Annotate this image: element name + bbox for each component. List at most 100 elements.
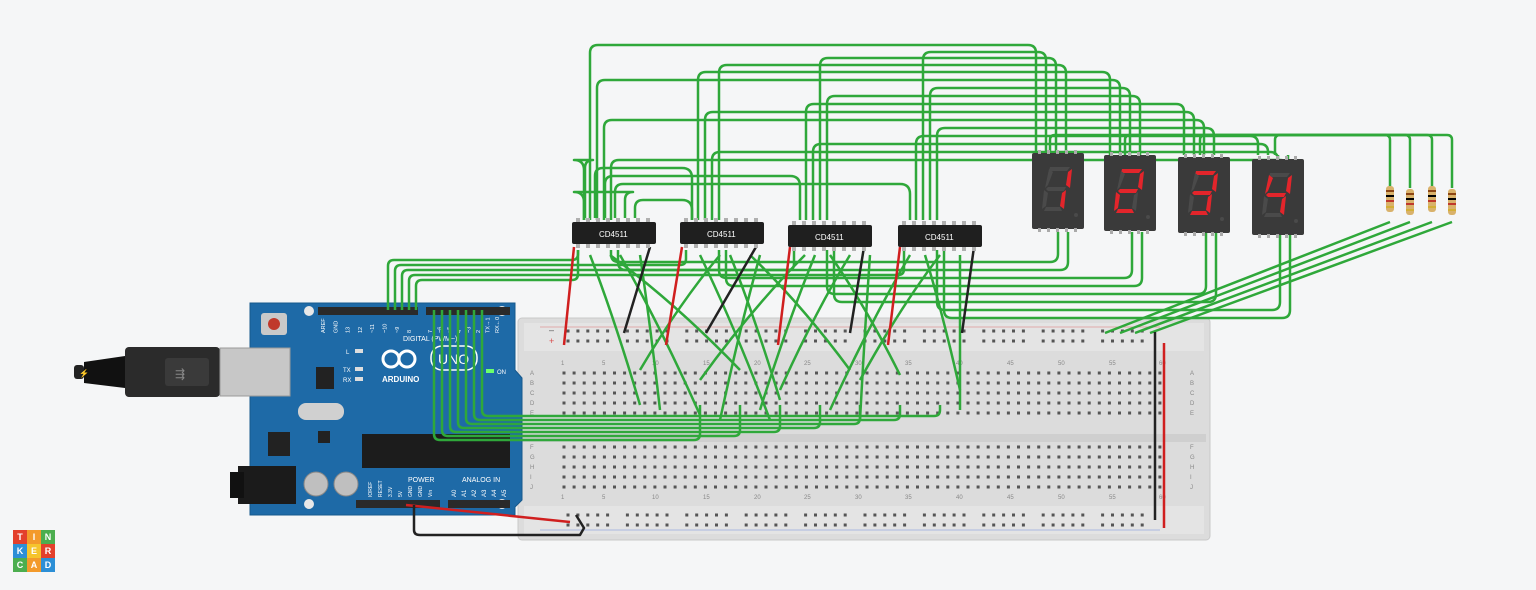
resistor[interactable] — [1386, 186, 1394, 212]
seven-segment-display[interactable]: 2 — [1104, 152, 1156, 246]
power-wire[interactable] — [664, 246, 684, 346]
wire[interactable] — [758, 254, 817, 411]
wire[interactable] — [1134, 220, 1433, 335]
wire[interactable] — [858, 254, 941, 381]
wire[interactable] — [633, 198, 694, 220]
pin-label: A2 — [472, 489, 478, 497]
wire[interactable] — [749, 254, 852, 371]
wire[interactable] — [588, 43, 1038, 220]
wire[interactable] — [1273, 133, 1454, 188]
pin-label: GND — [408, 486, 414, 498]
cd4511-chip[interactable]: CD4511 — [572, 218, 656, 248]
wire[interactable] — [728, 254, 782, 401]
pin-label: A4 — [492, 489, 498, 497]
wire[interactable] — [618, 254, 702, 416]
tinkercad-logo[interactable]: T I N K E R C A D — [13, 530, 55, 572]
cd4511-chip[interactable]: CD4511 — [680, 218, 764, 248]
wire[interactable] — [595, 78, 1122, 220]
segment — [1045, 169, 1053, 188]
wire[interactable] — [572, 158, 595, 220]
wire[interactable] — [718, 254, 762, 421]
ic-layer: CD4511 CD4511 CD4511 CD4511 — [572, 218, 982, 251]
power-wire[interactable] — [405, 503, 571, 524]
seven-segment-display[interactable]: 4 — [1252, 156, 1304, 250]
pin-label: 12 — [358, 327, 364, 333]
seven-segment-display[interactable]: 3 — [1178, 154, 1230, 248]
wire[interactable] — [703, 110, 1196, 220]
pin-label: ~9 — [395, 327, 401, 333]
segment — [1138, 171, 1144, 190]
col-label: 5 — [602, 495, 606, 501]
pin-label: A0 — [452, 489, 458, 497]
wire[interactable] — [825, 94, 1142, 220]
wires[interactable] — [386, 43, 1454, 537]
logo-letter: D — [41, 558, 55, 572]
wire[interactable] — [407, 250, 906, 310]
segment — [1066, 169, 1072, 188]
wire[interactable] — [717, 63, 1068, 220]
arduino-board[interactable]: ⚡ ⇶ ARDUINO — [74, 302, 523, 516]
power-label: POWER — [408, 477, 434, 484]
wire[interactable] — [638, 254, 721, 371]
wire[interactable] — [832, 232, 1218, 304]
wire[interactable] — [588, 254, 642, 406]
wire[interactable] — [572, 190, 635, 220]
header-power — [356, 500, 440, 508]
power-wire[interactable] — [776, 246, 792, 346]
wire[interactable] — [698, 254, 806, 381]
col-label: 1 — [561, 361, 565, 367]
wire[interactable] — [717, 232, 1134, 280]
arduino-model: UNO — [438, 351, 469, 367]
ground-wire[interactable] — [848, 246, 866, 334]
wire[interactable] — [602, 118, 1206, 220]
wire[interactable] — [696, 70, 1112, 220]
wire[interactable] — [480, 310, 942, 418]
rx-label: RX — [343, 378, 351, 384]
wire[interactable] — [1149, 220, 1453, 335]
wire[interactable] — [935, 232, 1282, 312]
row-label: E — [1190, 411, 1194, 417]
resistor[interactable] — [1428, 186, 1436, 212]
wire[interactable] — [942, 232, 1292, 320]
wire[interactable] — [928, 86, 1132, 220]
cd4511-chip[interactable]: CD4511 — [788, 221, 872, 251]
logo-letter: I — [27, 530, 41, 544]
wire[interactable] — [613, 182, 912, 220]
logo-letter: A — [27, 558, 41, 572]
wire[interactable] — [858, 254, 872, 421]
wire[interactable] — [593, 166, 694, 220]
wire[interactable] — [393, 250, 688, 310]
ground-wire[interactable] — [622, 246, 652, 334]
power-wire[interactable] — [886, 246, 902, 346]
wire[interactable] — [828, 254, 912, 411]
segment — [1264, 213, 1282, 217]
wire[interactable] — [825, 232, 1208, 296]
segment — [1190, 211, 1208, 215]
wire[interactable] — [935, 126, 1216, 220]
segment — [1114, 192, 1120, 211]
pin-label: IOREF — [368, 482, 374, 497]
resistor[interactable] — [1406, 189, 1414, 215]
ground-wire[interactable] — [704, 246, 758, 334]
wire[interactable] — [1119, 220, 1411, 335]
power-wire[interactable] — [562, 246, 576, 346]
resistor[interactable] — [1448, 189, 1456, 215]
wire[interactable] — [818, 56, 1058, 220]
ground-wire[interactable] — [960, 246, 976, 334]
wire[interactable] — [414, 250, 580, 310]
seven-segment-display[interactable]: 1 — [1032, 150, 1084, 244]
ground-wire[interactable] — [412, 505, 586, 537]
cd4511-chip[interactable]: CD4511 — [898, 221, 982, 251]
wire[interactable] — [1104, 220, 1391, 335]
wire[interactable] — [603, 174, 802, 220]
wire[interactable] — [811, 142, 1270, 220]
row-label: G — [530, 455, 535, 461]
pin-label: 3.3V — [388, 486, 394, 497]
wire[interactable] — [778, 254, 852, 391]
wire[interactable] — [828, 254, 902, 376]
wire[interactable] — [921, 50, 1048, 220]
usb-socket — [219, 347, 291, 397]
wire[interactable] — [804, 102, 1186, 220]
